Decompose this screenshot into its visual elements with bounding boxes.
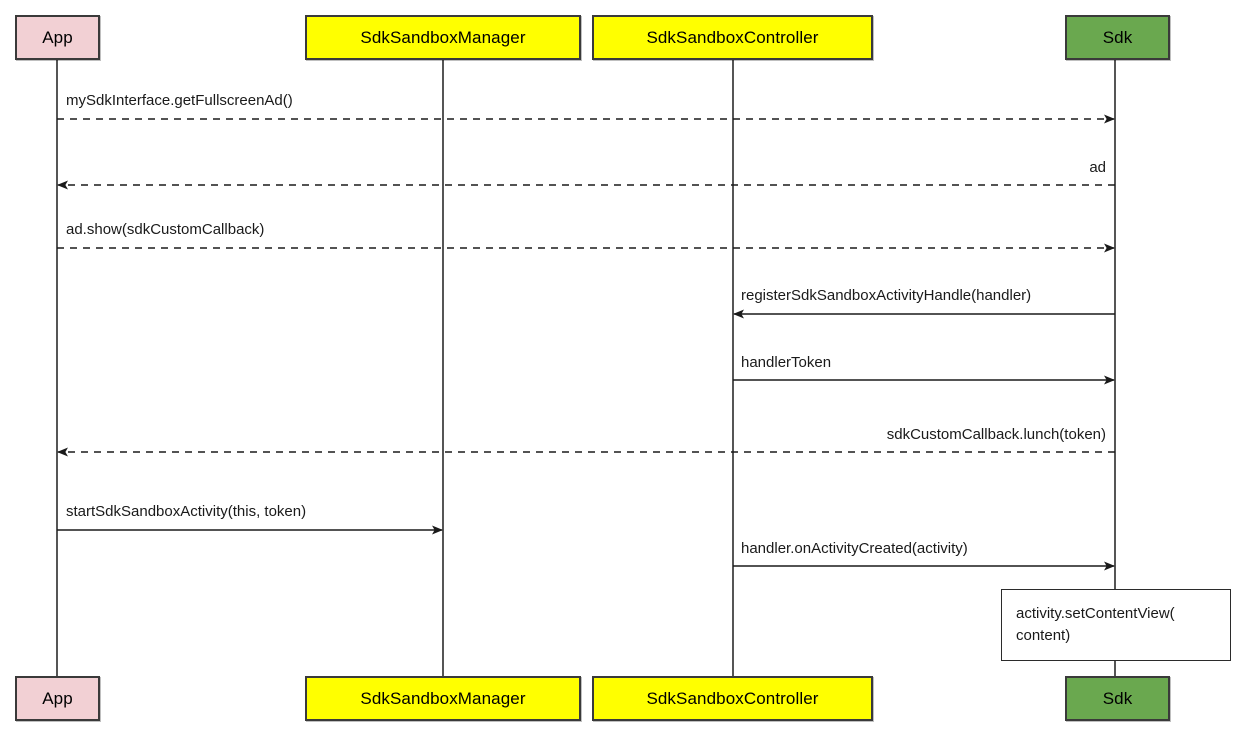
participant-label-controller: SdkSandboxController <box>646 689 819 708</box>
participant-bottom-controller[interactable]: SdkSandboxController <box>592 676 873 721</box>
message-label-msg-8: handler.onActivityCreated(activity) <box>741 540 968 557</box>
note-text: activity.setContentView( content) <box>1016 605 1175 644</box>
participant-top-controller[interactable]: SdkSandboxController <box>592 15 873 60</box>
participant-label-manager: SdkSandboxManager <box>360 28 526 47</box>
lifeline-group <box>56 60 1116 676</box>
participant-bottom-app[interactable]: App <box>15 676 100 721</box>
participant-top-app[interactable]: App <box>15 15 100 60</box>
message-label-msg-4: registerSdkSandboxActivityHandle(handler… <box>741 287 1032 304</box>
participant-label-app: App <box>42 689 73 708</box>
participant-top-manager[interactable]: SdkSandboxManager <box>305 15 581 60</box>
message-label-msg-7: startSdkSandboxActivity(this, token) <box>66 503 307 520</box>
participant-label-app: App <box>42 28 73 47</box>
participant-label-controller: SdkSandboxController <box>646 28 819 47</box>
participant-bottom-sdk[interactable]: Sdk <box>1065 676 1170 721</box>
participant-bottom-manager[interactable]: SdkSandboxManager <box>305 676 581 721</box>
note-note-1[interactable]: activity.setContentView( content) <box>1001 589 1231 661</box>
message-arrow-group <box>57 114 1115 571</box>
message-label-msg-6: sdkCustomCallback.lunch(token) <box>886 426 1106 443</box>
participant-top-sdk[interactable]: Sdk <box>1065 15 1170 60</box>
participant-label-manager: SdkSandboxManager <box>360 689 526 708</box>
message-label-msg-5: handlerToken <box>741 354 832 371</box>
participant-label-sdk: Sdk <box>1102 28 1133 47</box>
message-label-msg-3: ad.show(sdkCustomCallback) <box>66 221 265 238</box>
participant-label-sdk: Sdk <box>1102 689 1133 708</box>
message-label-msg-2: ad <box>1089 159 1106 176</box>
message-label-msg-1: mySdkInterface.getFullscreenAd() <box>66 92 293 109</box>
